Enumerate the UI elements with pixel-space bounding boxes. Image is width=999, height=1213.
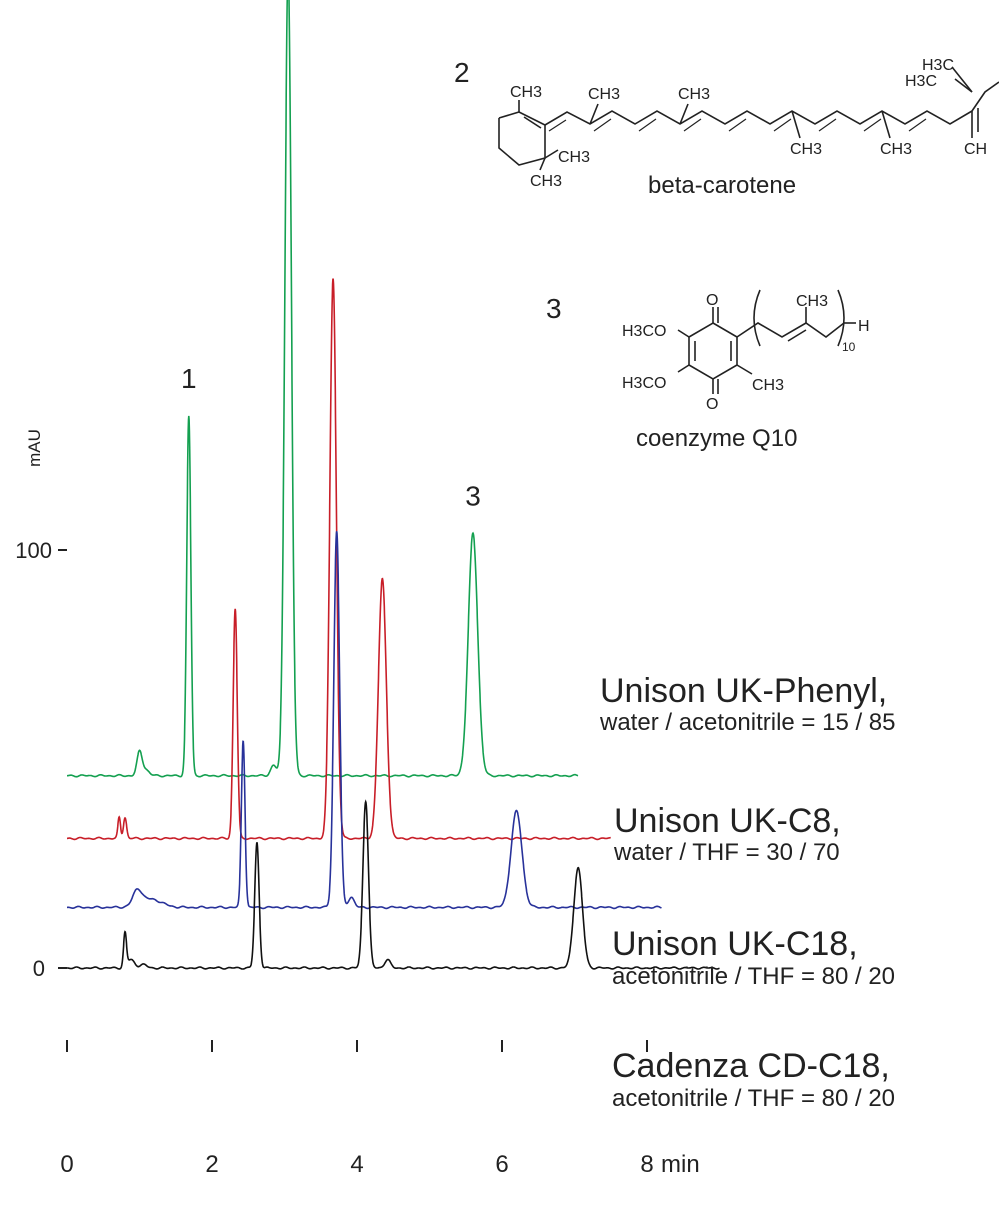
series-condition-label: acetonitrile / THF = 80 / 20	[612, 1085, 895, 1112]
trace-cadenza-cd-c18	[67, 799, 720, 970]
double-bond	[683, 118, 702, 132]
label-o: O	[706, 292, 718, 309]
methyl-bond	[539, 157, 546, 171]
x-tick-label: 6	[495, 1151, 508, 1178]
peak-labels: 123	[181, 363, 481, 511]
series-name-label: Unison UK-Phenyl,	[600, 672, 887, 710]
y-tick-label: 100	[15, 538, 52, 563]
structure-name-coenzyme-q10: coenzyme Q10	[636, 425, 797, 452]
series-name-label: Unison UK-C8,	[614, 802, 841, 840]
label-h3c: H3C	[922, 57, 954, 74]
chart-axes: 0 2 4 6 8 min 0 100 mAU	[15, 429, 699, 1178]
label-ch3: CH3	[530, 173, 562, 190]
trace-unison-uk-c18	[67, 531, 662, 910]
label-h3co: H3CO	[622, 375, 666, 392]
label-ch3: CH3	[880, 141, 912, 158]
methyl-bond	[589, 103, 599, 125]
label-ch3: CH3	[752, 377, 784, 394]
methyl-bond	[881, 110, 891, 139]
label-h3co: H3CO	[622, 323, 666, 340]
trace-unison-uk-phenyl	[67, 0, 579, 778]
label-ch3: CH3	[790, 141, 822, 158]
repeat-bracket-right	[837, 289, 845, 347]
isoprenoid-chain	[736, 322, 845, 338]
label-ch3: CH3	[558, 149, 590, 166]
x-tick-label: 4	[350, 1151, 363, 1178]
ring-double-bond	[523, 116, 542, 129]
beta-ionone-ring-left	[498, 111, 546, 166]
polyene-double-bonds	[548, 119, 567, 132]
beta-carotene-structure: 2 CH3 CH3 CH3 CH3 CH3 CH3 H3C	[454, 57, 999, 199]
coenzyme-q10-structure: 3 O O H3CO H3CO CH3 CH3 H 10 coenzyme Q1…	[546, 289, 870, 452]
double-bond	[908, 118, 927, 132]
polyene-chain	[544, 110, 973, 126]
methyl-bond	[954, 78, 973, 93]
methyl-bond	[736, 364, 753, 375]
double-bond	[773, 118, 792, 132]
structure-number-3: 3	[546, 293, 562, 324]
label-ch3: CH3	[588, 86, 620, 103]
chain-double-bond	[787, 329, 807, 342]
structure-number-2: 2	[454, 57, 470, 88]
methyl-bond	[544, 149, 559, 159]
trace-unison-uk-c8	[67, 278, 611, 841]
label-h: H	[858, 318, 870, 335]
x-tick-label: 2	[205, 1151, 218, 1178]
x-unit-label: min	[661, 1151, 700, 1178]
series-name-label: Cadenza CD-C18,	[612, 1047, 890, 1085]
repeat-bracket-left	[753, 289, 761, 347]
chart-traces	[67, 0, 720, 970]
y-tick-label: 0	[33, 956, 45, 981]
quinone-ring	[688, 322, 738, 380]
structure-name-beta-carotene: beta-carotene	[648, 172, 796, 199]
double-bond	[593, 118, 612, 132]
y-axis-label: mAU	[25, 429, 44, 467]
x-tick-label: 8	[640, 1151, 653, 1178]
series-condition-label: water / THF = 30 / 70	[613, 839, 840, 866]
double-bond	[863, 118, 882, 132]
series-condition-label: acetonitrile / THF = 80 / 20	[612, 963, 895, 990]
label-h3c: H3C	[905, 73, 937, 90]
peak-label-1: 1	[181, 363, 197, 394]
beta-ionone-ring-right	[971, 81, 999, 112]
label-ch3: CH3	[510, 84, 542, 101]
series-name-label: Unison UK-C18,	[612, 925, 858, 963]
methyl-bond	[791, 110, 801, 139]
methoxy-bond	[677, 364, 690, 373]
double-bond	[728, 118, 747, 132]
label-o: O	[706, 396, 718, 413]
label-ch3: CH3	[796, 293, 828, 310]
methyl-bond	[951, 66, 973, 93]
x-tick-label: 0	[60, 1151, 73, 1178]
methoxy-bond	[677, 329, 690, 338]
label-ch: CH	[964, 141, 987, 158]
peak-label-3: 3	[465, 480, 481, 511]
double-bond	[818, 118, 837, 132]
double-bond	[638, 118, 657, 132]
label-repeat-10: 10	[842, 340, 856, 354]
label-ch3: CH3	[678, 86, 710, 103]
methyl-bond	[679, 103, 689, 125]
series-condition-label: water / acetonitrile = 15 / 85	[599, 709, 896, 736]
series-labels: Unison UK-Phenyl,water / acetonitrile = …	[599, 672, 896, 1112]
